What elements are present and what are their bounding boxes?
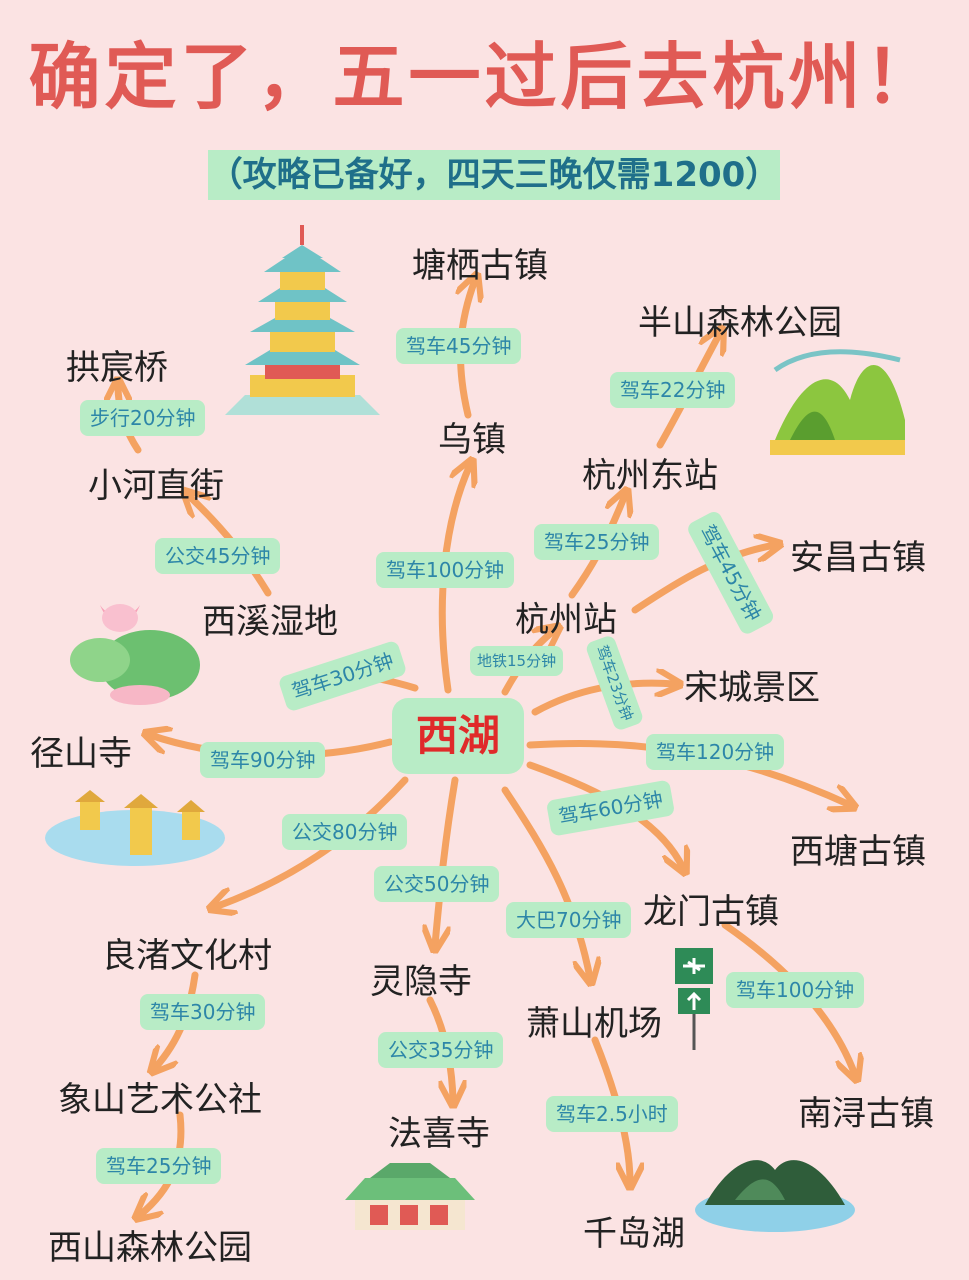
- place-xiangshan: 象山艺术公社: [58, 1080, 262, 1120]
- label-xiangshan: 驾车30分钟: [140, 994, 266, 1030]
- place-liangzhu: 良渚文化村: [102, 936, 272, 976]
- label-qiandao: 驾车2.5小时: [546, 1096, 678, 1132]
- label-jingshan: 驾车90分钟: [200, 742, 326, 778]
- mountain-book-icon: [770, 349, 905, 455]
- page-title: 确定了，五一过后去杭州！: [28, 35, 941, 119]
- arrow-to-anchang: [631, 545, 775, 614]
- place-tangqi: 塘栖古镇: [412, 246, 548, 286]
- place-xixi: 西溪湿地: [202, 602, 338, 642]
- place-nanxun: 南浔古镇: [798, 1094, 934, 1134]
- arrow-to-lingyin: [435, 776, 459, 945]
- place-gongchen: 拱宸桥: [66, 348, 168, 388]
- three-pagodas-lake-icon: [45, 790, 225, 866]
- label-xishan: 驾车25分钟: [96, 1148, 222, 1184]
- place-jingshan: 径山寺: [30, 734, 132, 774]
- label-gongchen: 步行20分钟: [80, 400, 206, 436]
- label-nanxun: 驾车100分钟: [726, 972, 865, 1008]
- place-longmen: 龙门古镇: [643, 892, 779, 932]
- place-xiaoshan: 萧山机场: [526, 1004, 662, 1044]
- temple-icon: [345, 1163, 475, 1230]
- place-banshan: 半山森林公园: [638, 303, 842, 343]
- pagoda-icon: [225, 225, 380, 415]
- place-hzdong: 杭州东站: [582, 456, 718, 496]
- label-lingyin: 公交50分钟: [374, 866, 500, 902]
- place-hzzhan: 杭州站: [515, 600, 617, 640]
- place-xiaohe: 小河直街: [88, 466, 224, 506]
- label-tangqi: 驾车45分钟: [396, 328, 522, 364]
- arrow-to-songcheng: [531, 683, 675, 716]
- label-wuzhen: 驾车100分钟: [376, 552, 515, 588]
- label-xiaoshan: 大巴70分钟: [506, 902, 632, 938]
- island-icon: [695, 1160, 855, 1232]
- place-faxi: 法喜寺: [388, 1114, 490, 1154]
- place-songcheng: 宋城景区: [684, 668, 820, 708]
- label-xitang: 驾车120分钟: [646, 734, 785, 770]
- arrow-to-xiaoshan: [501, 786, 590, 978]
- place-qiandao: 千岛湖: [583, 1214, 685, 1254]
- label-hzdong: 驾车25分钟: [534, 524, 660, 560]
- page-subtitle: （攻略已备好，四天三晚仅需1200）: [208, 150, 780, 200]
- label-xiaohe: 公交45分钟: [155, 538, 281, 574]
- label-banshan: 驾车22分钟: [610, 372, 736, 408]
- lotus-icon: [70, 604, 200, 705]
- arrow-to-liangzhu: [215, 776, 409, 907]
- airport-sign-icon: [675, 948, 713, 1050]
- center-node-xihu: 西湖: [392, 698, 524, 774]
- place-lingyin: 灵隐寺: [370, 962, 472, 1002]
- place-xishan: 西山森林公园: [48, 1228, 252, 1268]
- label-liangzhu: 公交80分钟: [282, 814, 408, 850]
- place-xitang: 西塘古镇: [790, 832, 926, 872]
- place-anchang: 安昌古镇: [790, 538, 926, 578]
- label-hzzhan: 地铁15分钟: [470, 646, 564, 676]
- place-wuzhen: 乌镇: [438, 420, 506, 460]
- label-faxi: 公交35分钟: [378, 1032, 504, 1068]
